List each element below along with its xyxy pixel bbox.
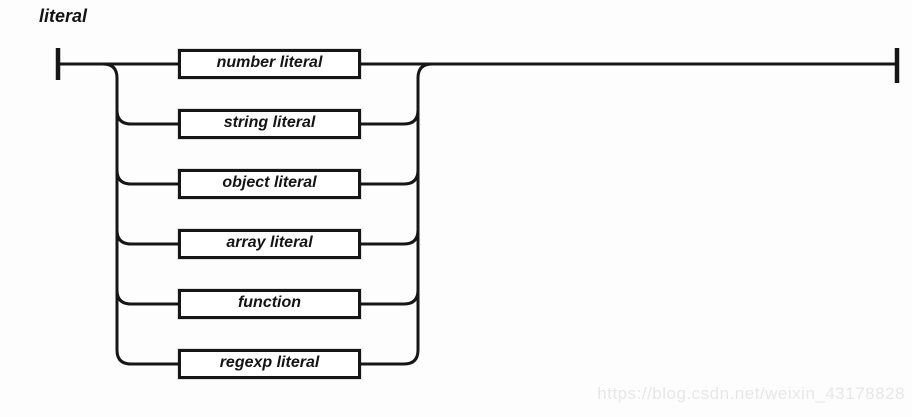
merge-spur-right-2 <box>360 109 420 126</box>
branch-spur-left-3 <box>115 169 178 186</box>
branch-spur-left-5 <box>115 289 178 306</box>
node-string-literal: string literal <box>178 109 361 139</box>
node-label: array literal <box>226 234 313 251</box>
node-array-literal: array literal <box>178 229 361 259</box>
node-function: function <box>178 289 361 319</box>
branch-rail-left <box>102 62 178 366</box>
merge-spur-right-3 <box>360 169 420 186</box>
node-number-literal: number literal <box>178 49 361 79</box>
merge-spur-right-4 <box>360 229 420 246</box>
diagram-title: literal <box>39 6 88 26</box>
branch-spur-left-4 <box>115 229 178 246</box>
node-label: object literal <box>222 174 317 191</box>
branch-spur-left-2 <box>115 109 178 126</box>
node-label: function <box>237 294 302 311</box>
node-label: string literal <box>223 114 316 131</box>
merge-rail-right <box>360 62 433 366</box>
node-regexp-literal: regexp literal <box>178 349 361 379</box>
watermark-url: https://blog.csdn.net/weixin_43178828 <box>597 384 905 403</box>
node-label: regexp literal <box>219 354 320 371</box>
node-object-literal: object literal <box>178 169 361 199</box>
node-label: number literal <box>216 54 323 71</box>
merge-spur-right-5 <box>360 289 420 306</box>
